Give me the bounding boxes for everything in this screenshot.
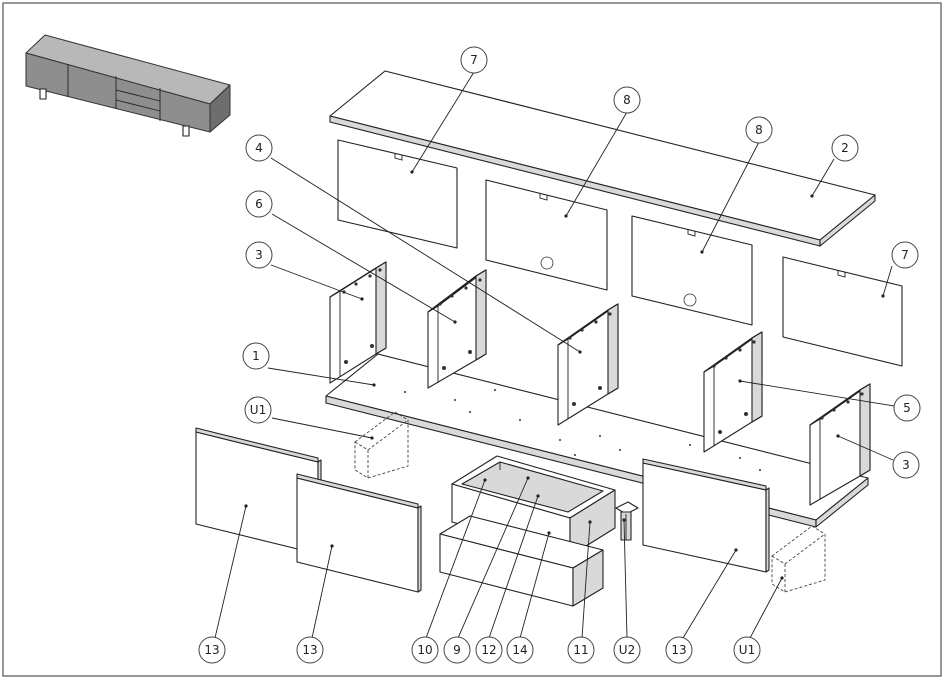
adjustable-foot — [615, 501, 639, 541]
balloon-label: 1 — [252, 349, 260, 363]
balloon-group: 7 8 8 2 4 6 3 7 1 5 U1 3 13 13 10 9 12 1… — [198, 46, 921, 664]
balloon-label: 14 — [512, 643, 527, 657]
assembled-cabinet-preview — [25, 34, 231, 137]
balloon-label: U2 — [619, 643, 635, 657]
side-panel-right — [809, 383, 871, 506]
divider-panel-right — [703, 331, 763, 453]
balloon-label: 13 — [204, 643, 219, 657]
back-panel-center-right — [631, 215, 753, 326]
divider-panel-center — [557, 303, 619, 426]
balloon-label: 10 — [417, 643, 432, 657]
drawer-lower — [439, 515, 604, 607]
balloon-label: U1 — [250, 403, 266, 417]
balloon: 5 — [893, 394, 921, 422]
balloon-label: 6 — [255, 197, 263, 211]
balloon: 7 — [891, 241, 919, 269]
back-panel-right — [782, 256, 903, 367]
balloon: 3 — [892, 451, 920, 479]
back-panel-center-left — [485, 179, 608, 291]
balloon: 14 — [506, 636, 534, 664]
balloon: 1 — [242, 342, 270, 370]
balloon-label: 12 — [481, 643, 496, 657]
divider-panel-left — [427, 269, 487, 389]
balloon-label: U1 — [739, 643, 755, 657]
balloon-label: 4 — [255, 141, 263, 155]
balloon: U2 — [613, 636, 641, 664]
balloon-label: 8 — [755, 123, 763, 137]
balloon-label: 3 — [255, 248, 263, 262]
leader-tips — [244, 170, 885, 580]
door-right — [642, 458, 770, 573]
leg-block-right — [771, 525, 826, 593]
balloon: 8 — [745, 116, 773, 144]
balloon-label: 13 — [302, 643, 317, 657]
balloon: 9 — [443, 636, 471, 664]
balloon: 10 — [411, 636, 439, 664]
balloon-label: 3 — [902, 458, 910, 472]
balloon: 6 — [245, 190, 273, 218]
balloon: 3 — [245, 241, 273, 269]
balloon: 8 — [613, 86, 641, 114]
balloon-label: 9 — [453, 643, 461, 657]
balloon: 11 — [567, 636, 595, 664]
balloon: 13 — [198, 636, 226, 664]
balloon-label: 11 — [573, 643, 588, 657]
balloon: 2 — [831, 134, 859, 162]
balloon: 13 — [665, 636, 693, 664]
back-panel-left — [337, 139, 458, 249]
balloon: 7 — [460, 46, 488, 74]
balloon: 13 — [296, 636, 324, 664]
balloon: U1 — [733, 636, 761, 664]
balloon-label: 8 — [623, 93, 631, 107]
balloon-label: 7 — [901, 248, 909, 262]
balloon: 4 — [245, 134, 273, 162]
balloon: 12 — [475, 636, 503, 664]
balloon-label: 5 — [903, 401, 911, 415]
leg-block-left — [354, 411, 409, 479]
door-left-outer — [195, 427, 322, 555]
leader-lines — [214, 71, 895, 639]
balloon-label: 2 — [841, 141, 849, 155]
balloon-label: 7 — [470, 53, 478, 67]
balloon: U1 — [244, 396, 272, 424]
top-panel — [329, 70, 876, 247]
door-left-inner — [296, 473, 422, 593]
balloon-label: 13 — [671, 643, 686, 657]
